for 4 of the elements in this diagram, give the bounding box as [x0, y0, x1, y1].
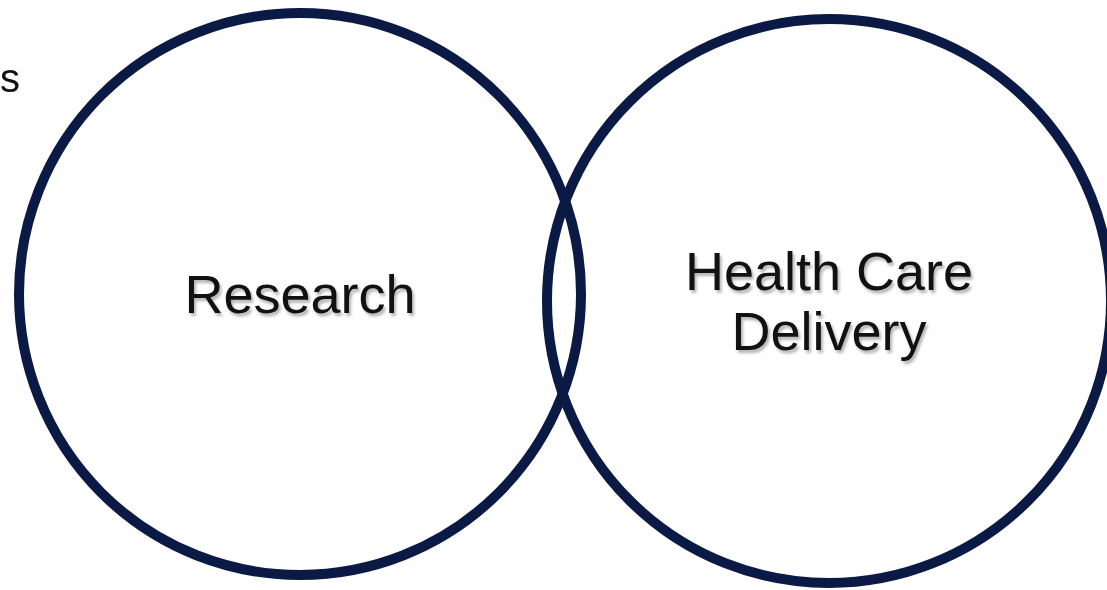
text-fragment: s: [0, 56, 20, 101]
circle-label: Research: [183, 263, 417, 325]
circle: [542, 14, 1107, 588]
circle-label: Health Care Delivery: [683, 240, 975, 362]
